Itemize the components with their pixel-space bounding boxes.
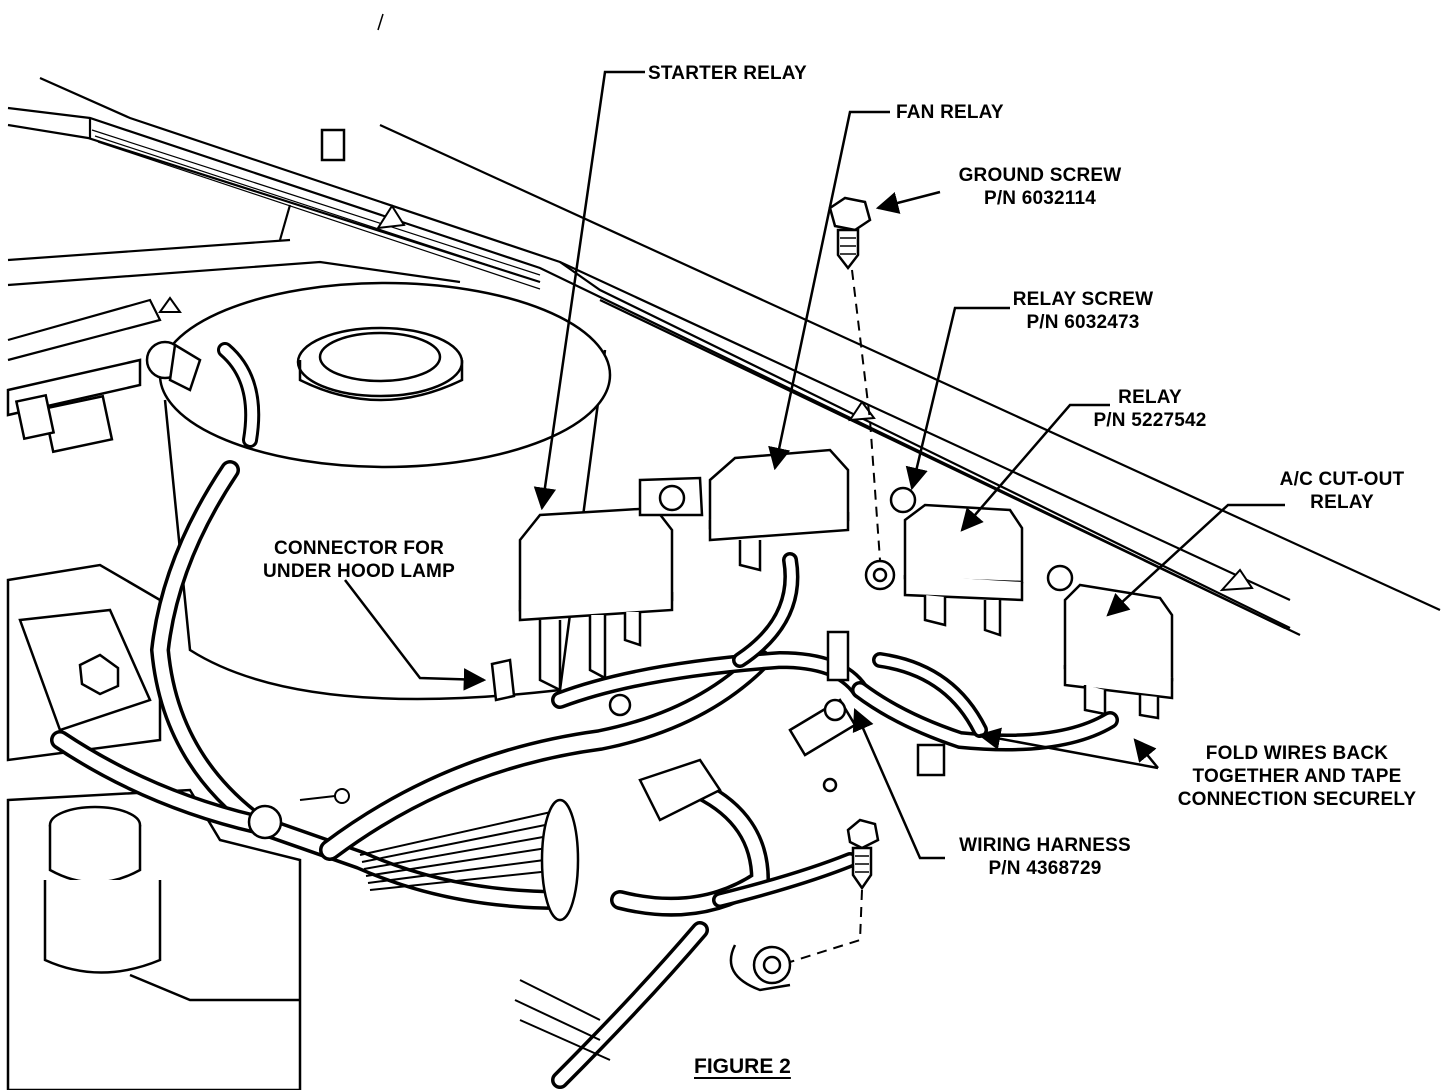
fender-clip-icon <box>320 128 346 162</box>
callout-leaders <box>344 70 1285 860</box>
relay-drawing <box>864 486 1024 637</box>
starter-relay-drawing <box>518 506 674 693</box>
label-relay-screw: RELAY SCREW P/N 6032473 <box>1012 289 1154 333</box>
fan-relay-leader <box>768 110 890 471</box>
fold-wires-leader-1 <box>977 727 1159 770</box>
fender-marker-icon <box>158 204 1254 592</box>
harness-tape <box>490 630 946 777</box>
relay-screw-leader <box>905 306 1010 491</box>
label-ground-screw: GROUND SCREW P/N 6032114 <box>958 165 1122 209</box>
label-starter-relay: STARTER RELAY <box>648 63 807 84</box>
stray-mark <box>377 13 384 31</box>
engine-block <box>6 563 302 1090</box>
label-ac-cutout-relay: A/C CUT-OUT RELAY <box>1279 469 1405 513</box>
label-fold-wires: FOLD WIRES BACK TOGETHER AND TAPE CONNEC… <box>1177 743 1417 810</box>
label-wiring-harness: WIRING HARNESS P/N 4368729 <box>959 835 1131 879</box>
wire-fanout <box>359 809 611 1061</box>
wiring-harness-drawing <box>50 342 1119 1089</box>
connector-leader <box>344 579 487 691</box>
alignment-dashes <box>789 269 881 963</box>
fender-outline <box>7 76 1441 636</box>
fold-wires-leader-2 <box>1133 738 1159 769</box>
figure-title: FIGURE 2 <box>694 1055 791 1078</box>
ac-cutout-relay-drawing <box>1046 564 1174 720</box>
starter-relay-leader <box>533 70 645 511</box>
relay-leader <box>960 403 1110 532</box>
left-harness <box>6 340 202 454</box>
harness-connector <box>247 698 857 922</box>
ac-cutout-leader <box>1106 503 1285 617</box>
label-connector-under-hood-lamp: CONNECTOR FOR UNDER HOOD LAMP <box>263 538 455 582</box>
fan-relay-drawing <box>638 448 850 572</box>
ground-screw-drawing <box>729 196 880 992</box>
wiring-harness-leader <box>852 707 945 860</box>
ground-screw-leader <box>875 190 941 214</box>
label-relay: RELAY P/N 5227542 <box>1093 387 1207 431</box>
label-fan-relay: FAN RELAY <box>896 102 1004 123</box>
clip-icon <box>299 788 350 804</box>
